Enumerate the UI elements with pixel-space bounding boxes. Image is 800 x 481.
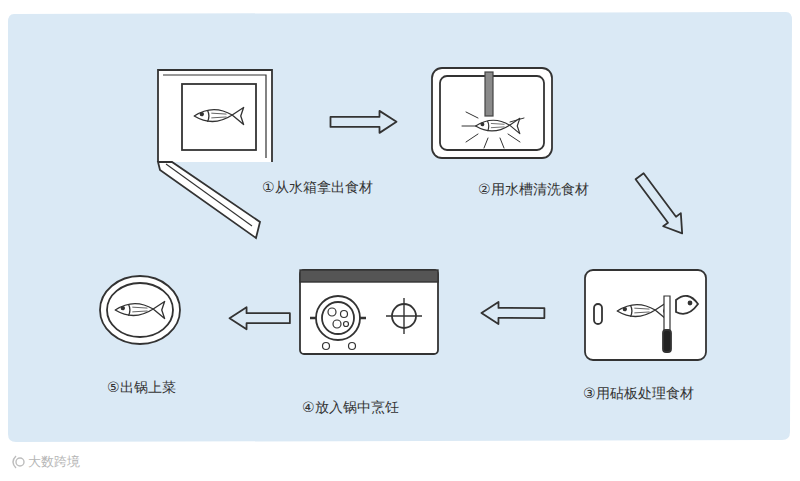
step-caption: ④放入锅中烹饪	[302, 398, 399, 416]
flow-arrow	[636, 173, 683, 233]
flow-arrow	[330, 111, 396, 133]
watermark-logo	[13, 456, 24, 468]
fridge-drawing	[158, 70, 272, 238]
background-panel	[8, 12, 792, 442]
step-box: ④放入锅中烹饪	[298, 266, 440, 356]
flow-arrow	[481, 302, 544, 324]
step-box: ⑤出锅上菜	[98, 275, 182, 347]
step-caption: ②用水槽清洗食材	[478, 180, 589, 198]
step-caption: ⑤出锅上菜	[107, 378, 176, 396]
watermark-text: 大数跨境	[28, 453, 80, 471]
step-caption: ③用砧板处理食材	[583, 384, 694, 402]
plate-drawing	[100, 276, 180, 344]
flow-arrow	[230, 307, 290, 329]
sink-drawing	[432, 68, 552, 158]
step-box: ①从水箱拿出食材	[150, 62, 278, 246]
step-caption: ①从水箱拿出食材	[262, 178, 373, 196]
cutting-board-drawing	[585, 270, 706, 360]
stove-drawing	[300, 270, 438, 354]
step-box: ③用砧板处理食材	[583, 268, 708, 362]
step-box: ②用水槽清洗食材	[428, 64, 556, 162]
